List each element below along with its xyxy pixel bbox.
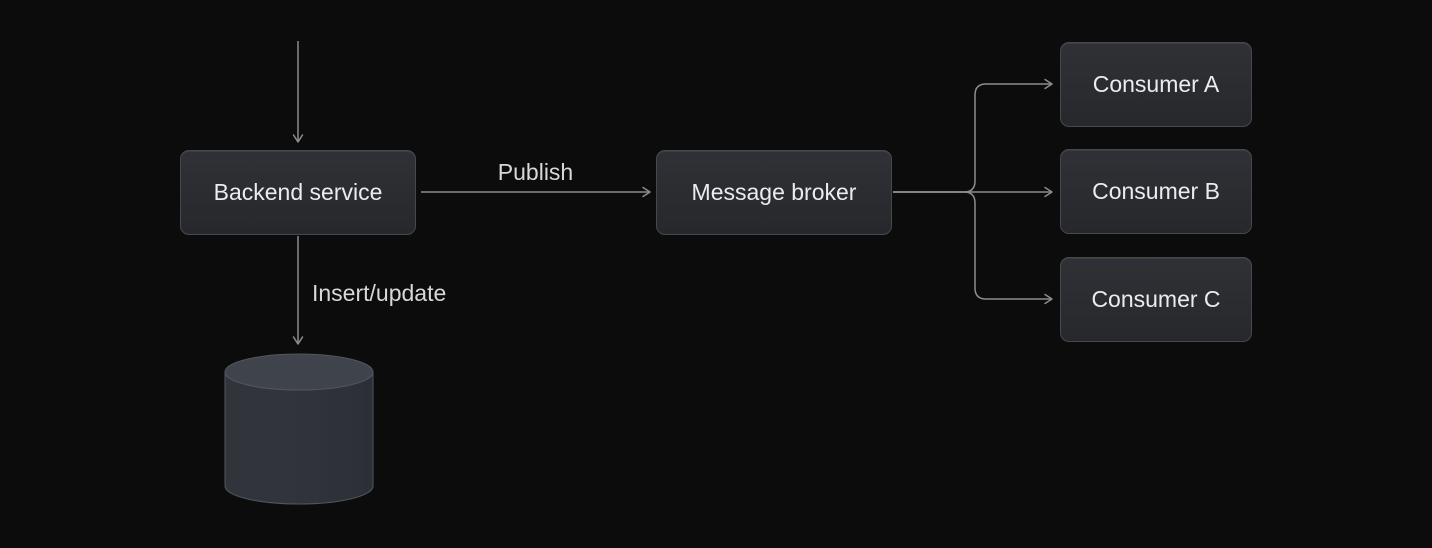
edge-broker-to-consumer-c — [893, 191, 1053, 305]
edge-label-publish: Publish — [497, 159, 574, 185]
edge-broker-to-consumer-a — [893, 78, 1053, 193]
node-database — [222, 351, 376, 509]
database-top — [224, 353, 374, 391]
node-message-broker-label: Message broker — [691, 179, 857, 205]
node-consumer-a: Consumer A — [1060, 42, 1252, 127]
node-consumer-c: Consumer C — [1060, 257, 1252, 342]
node-consumer-b-label: Consumer B — [1092, 178, 1220, 204]
node-backend-service: Backend service — [180, 150, 416, 235]
node-message-broker: Message broker — [656, 150, 892, 235]
node-consumer-a-label: Consumer A — [1092, 71, 1220, 97]
edge-label-insert-update: Insert/update — [312, 280, 447, 306]
database-icon — [224, 353, 374, 505]
database-body — [224, 372, 374, 505]
node-backend-service-label: Backend service — [213, 179, 383, 205]
node-consumer-b: Consumer B — [1060, 149, 1252, 234]
node-consumer-c-label: Consumer C — [1091, 286, 1221, 312]
